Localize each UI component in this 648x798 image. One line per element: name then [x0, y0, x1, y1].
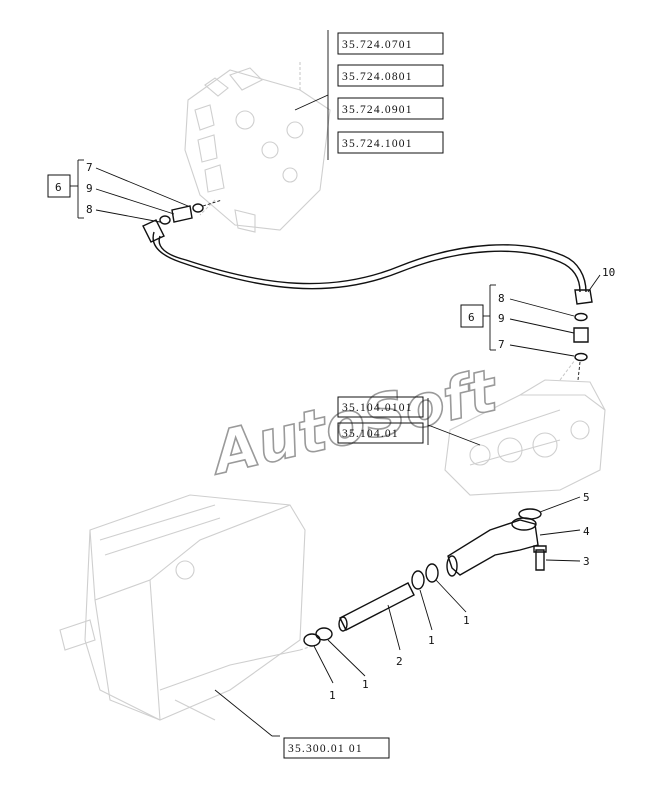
group-right-item-3: 7	[498, 338, 505, 351]
control-valve-ghost	[184, 60, 331, 233]
bolt	[533, 545, 547, 571]
callout-clamp-left-b: 1	[327, 639, 369, 691]
suction-elbow	[446, 517, 539, 577]
ref-tank[interactable]: 35.300.01 01	[283, 737, 390, 759]
tank-reference-group: 35.300.01 01	[214, 689, 390, 759]
callout-suction-tube-label: 2	[396, 655, 403, 668]
callout-elbow: 4	[539, 525, 590, 538]
ref-tank-label: 35.300.01 01	[288, 743, 363, 755]
fittings-left	[159, 199, 223, 225]
callout-elbow-label: 4	[583, 525, 590, 538]
valve-reference-group: 35.724.0701 35.724.0801 35.724.0901 35.7…	[294, 30, 444, 160]
pump-reference-group: 35.104.0101 35.104.01	[337, 396, 481, 446]
callout-bolt-label: 3	[583, 555, 590, 568]
callout-clamp-left-a-label: 1	[329, 689, 336, 702]
callout-oring: 5	[539, 491, 590, 513]
group-left-label: 6	[55, 181, 62, 194]
callout-oring-label: 5	[583, 491, 590, 504]
callout-clamp-right-a: 1	[419, 589, 435, 647]
ref-valve-4-label: 35.724.1001	[342, 138, 413, 150]
suction-tube	[338, 582, 415, 632]
group-left-item-2: 9	[86, 182, 93, 195]
ref-valve-4[interactable]: 35.724.1001	[337, 131, 444, 154]
ref-pump-1[interactable]: 35.104.0101	[337, 396, 424, 418]
group-left-item-1: 7	[86, 161, 93, 174]
group-right-item-1: 8	[498, 292, 505, 305]
hydraulic-tank-ghost	[59, 494, 316, 721]
callout-bolt: 3	[545, 555, 590, 568]
callout-clamp-left-b-label: 1	[362, 678, 369, 691]
group-right-label: 6	[468, 311, 475, 324]
callout-clamp-right-a-label: 1	[428, 634, 435, 647]
hydraulic-pump-ghost	[444, 359, 606, 496]
ref-pump-1-label: 35.104.0101	[342, 402, 413, 414]
ref-valve-2[interactable]: 35.724.0801	[337, 64, 444, 87]
ref-valve-3[interactable]: 35.724.0901	[337, 97, 444, 120]
group-right-item-2: 9	[498, 312, 505, 325]
ref-valve-1-label: 35.724.0701	[342, 39, 413, 51]
callout-clamp-left-a: 1	[313, 645, 336, 702]
hose-clamps	[303, 563, 439, 647]
ref-pump-2[interactable]: 35.104.01	[337, 422, 424, 444]
callout-clamp-right-b: 1	[435, 579, 470, 627]
ref-valve-3-label: 35.724.0901	[342, 104, 413, 116]
ref-valve-2-label: 35.724.0801	[342, 71, 413, 83]
callout-suction-tube: 2	[387, 604, 403, 668]
ref-valve-1[interactable]: 35.724.0701	[337, 32, 444, 55]
group-left: 6 7 9 8	[47, 159, 189, 223]
callout-hose: 10	[587, 266, 615, 293]
ref-pump-2-label: 35.104.01	[342, 428, 399, 440]
autosoft-watermark: AutoSoft	[203, 356, 505, 489]
o-ring	[518, 508, 542, 520]
callout-clamp-right-b-label: 1	[463, 614, 470, 627]
callout-hose-label: 10	[602, 266, 615, 279]
group-right: 6 8 9 7	[460, 284, 575, 357]
fittings-right	[573, 312, 589, 381]
pressure-hose	[142, 219, 593, 305]
group-left-item-3: 8	[86, 203, 93, 216]
